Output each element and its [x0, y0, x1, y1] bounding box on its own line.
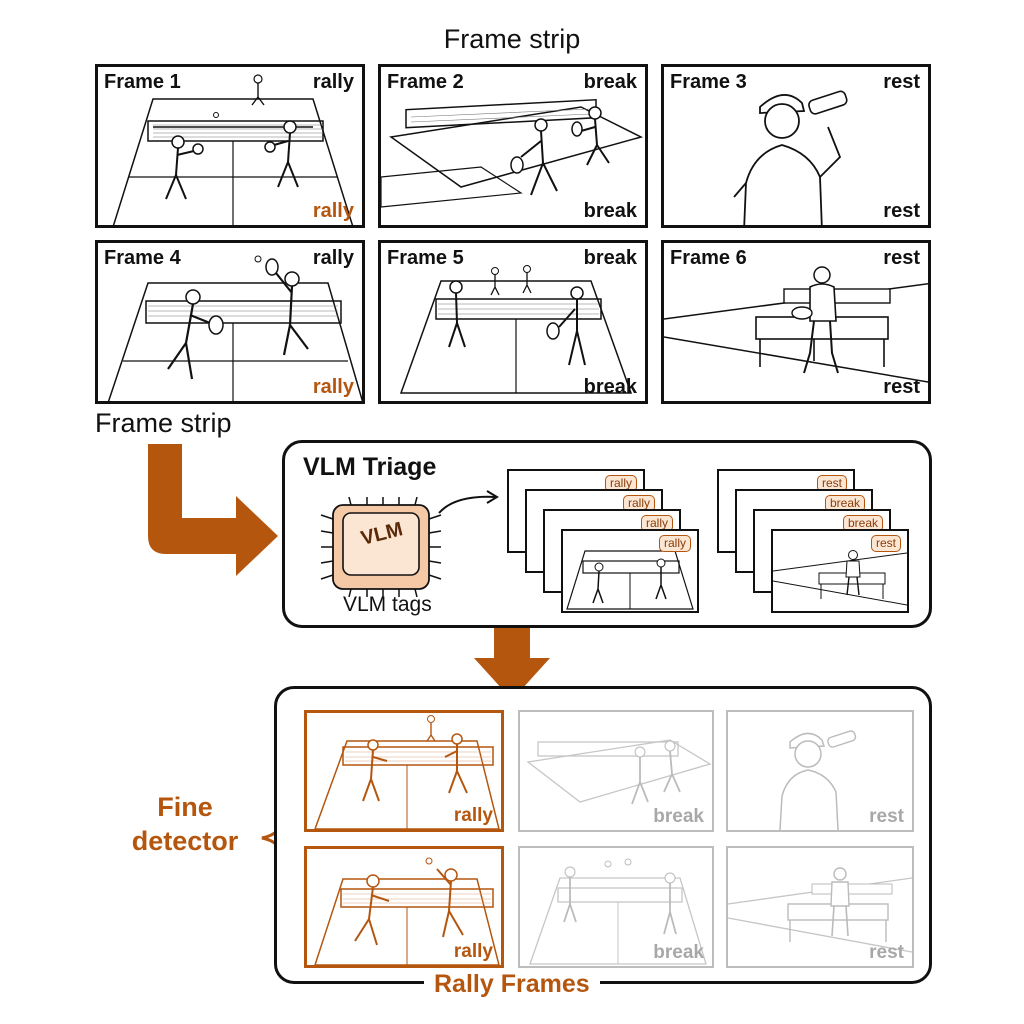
frame-tag-bottom: rally [312, 200, 354, 222]
court-thumbnail [566, 550, 694, 610]
result-frame: rest [726, 710, 914, 832]
result-tag: rest [869, 806, 904, 827]
frame-label: Frame 1 [104, 71, 181, 93]
result-tag: rally [453, 941, 493, 962]
frame-tag-top: rest [883, 71, 920, 93]
vlm-triage-panel: VLM Triage VLM VLM tags rally rally rall… [282, 440, 932, 628]
chip-caption: VLM tags [343, 593, 432, 616]
detector-label-line2: detector [131, 826, 239, 856]
court-scene [399, 265, 633, 394]
frame-tag-top: rest [883, 247, 920, 269]
result-frame: break [518, 846, 714, 968]
court-thumbnail [314, 715, 500, 829]
court-thumbnail [526, 739, 712, 805]
bench-scene [664, 266, 928, 383]
frame-4: Frame 4 rally rally [95, 240, 365, 404]
frame-tag-top: rally [312, 247, 354, 269]
result-frame: rally [304, 846, 504, 968]
court-thumbnail [314, 857, 500, 965]
frame-label: Frame 4 [104, 247, 181, 269]
drinking-player-scene [733, 90, 848, 225]
frame-2: Frame 2 break break [378, 64, 648, 228]
drinking-thumbnail [779, 730, 857, 830]
rally-frames-caption: Rally Frames [424, 970, 600, 999]
court-thumbnail [529, 858, 707, 965]
court-scene [381, 98, 644, 208]
frame-strip-label: Frame strip [95, 408, 232, 438]
frame-tag-bottom: rally [312, 376, 354, 398]
result-tag: rest [869, 942, 904, 963]
bench-thumbnail [773, 550, 907, 606]
frame-tag-bottom: break [583, 200, 637, 222]
court-scene [107, 255, 362, 401]
curved-arrow [438, 490, 499, 514]
vlm-tag: rest [870, 535, 901, 552]
frame-label: Frame 2 [387, 71, 464, 93]
result-frame: rest [726, 846, 914, 968]
frame-label: Frame 6 [670, 247, 747, 269]
detector-label-line1: Fine [157, 792, 213, 822]
frame-tag-top: break [583, 71, 637, 93]
bench-thumbnail [728, 867, 912, 953]
frame-tag-bottom: rest [883, 376, 920, 398]
result-tag: break [653, 806, 704, 827]
frame-5: Frame 5 break break [378, 240, 648, 404]
frame-tag-top: rally [312, 71, 354, 93]
frame-3: Frame 3 rest rest [661, 64, 931, 228]
stack-card-front: rest [771, 529, 909, 613]
frame-label: Frame 5 [387, 247, 464, 269]
court-scene [112, 74, 354, 225]
frame-1: Frame 1 rally rally [95, 64, 365, 228]
diagram-title: Frame strip [443, 24, 581, 54]
frame-tag-bottom: rest [883, 200, 920, 222]
down-arrow [474, 628, 550, 700]
elbow-arrow [148, 444, 278, 576]
vlm-tag: rally [658, 535, 691, 552]
result-frame: break [518, 710, 714, 832]
frame-tag-top: break [583, 247, 637, 269]
result-tag: break [653, 942, 704, 963]
frame-tag-bottom: break [583, 376, 637, 398]
frame-label: Frame 3 [670, 71, 747, 93]
stack-card-front: rally [561, 529, 699, 613]
triage-title: VLM Triage [303, 453, 437, 481]
result-tag: rally [453, 805, 493, 826]
vlm-tag: rally [640, 515, 673, 532]
vlm-chip [320, 497, 442, 597]
result-frame: rally [304, 710, 504, 832]
frame-6: Frame 6 rest rest [661, 240, 931, 404]
